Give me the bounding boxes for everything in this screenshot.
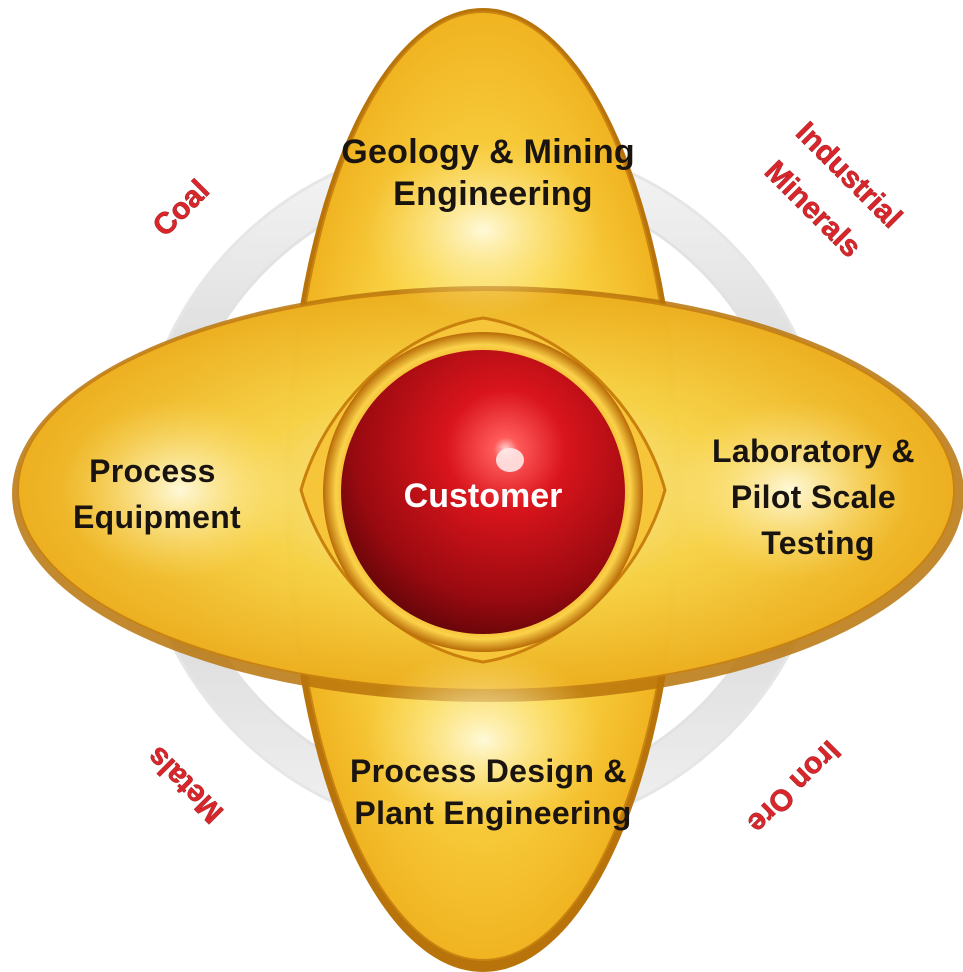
glow-top [363,140,603,320]
bottom-petal-line-1: Process Design & [350,753,627,789]
ring-label-iron-ore: Iron Ore [741,734,847,840]
sphere-highlight [496,448,524,472]
center-label: Customer [404,477,563,515]
ring-label-metals: Metals [141,740,230,829]
right-petal-line-1: Laboratory & [712,433,915,469]
glow-bottom [363,650,603,830]
left-petal-label: Process Equipment [73,453,241,535]
glow-left [60,400,300,580]
glow-right [670,400,910,580]
right-petal-label: Laboratory & Pilot Scale Testing [712,433,924,561]
top-petal-line-1: Geology & Mining [341,133,635,171]
left-petal-line-2: Equipment [73,499,241,535]
center-sphere [341,350,625,634]
top-petal-label: Geology & Mining Engineering [341,133,645,213]
right-petal-line-3: Testing [761,525,875,561]
bottom-petal-label: Process Design & Plant Engineering [350,753,636,831]
top-petal-line-2: Engineering [393,175,593,213]
bottom-petal-line-2: Plant Engineering [354,795,631,831]
ring-label-coal: Coal [147,174,216,243]
left-petal-line-1: Process [89,453,216,489]
right-petal-line-2: Pilot Scale [731,479,896,515]
